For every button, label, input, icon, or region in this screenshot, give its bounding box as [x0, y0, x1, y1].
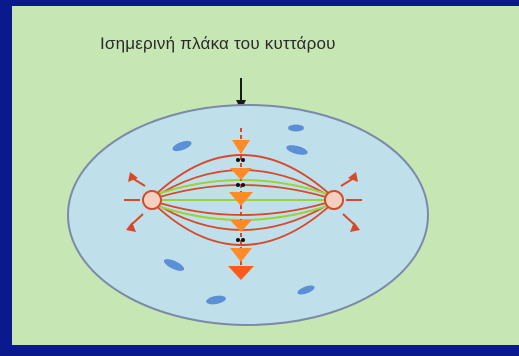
equatorial-plate-label: Ισημερινή πλάκα του κυττάρου: [100, 34, 420, 54]
